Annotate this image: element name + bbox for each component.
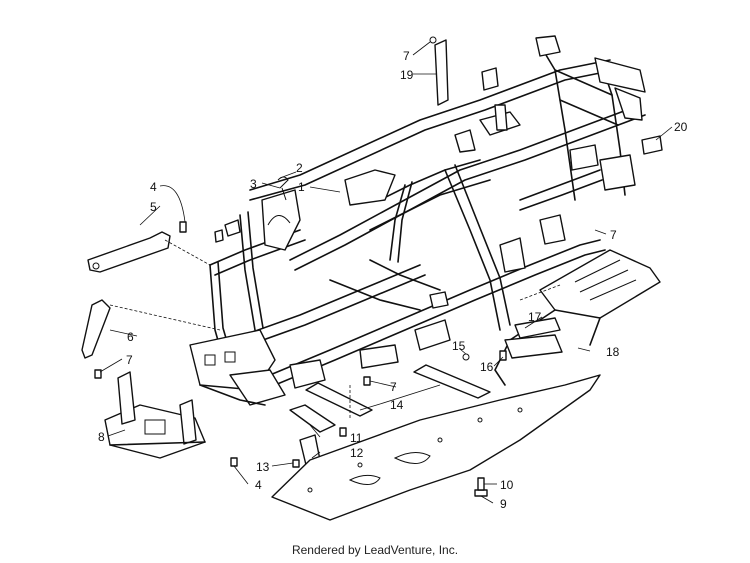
bolt-part-13	[292, 459, 300, 468]
bolt-part-15	[462, 353, 470, 361]
callout-4-lower: 4	[255, 478, 262, 492]
callout-19: 19	[400, 68, 414, 82]
callout-8: 8	[98, 430, 105, 444]
callout-3: 3	[250, 177, 257, 191]
callout-7-top: 7	[403, 49, 410, 63]
leader-lines	[99, 41, 673, 504]
bracket-part-11	[289, 404, 336, 433]
bracket-part-6	[81, 299, 111, 359]
callout-11: 11	[350, 431, 363, 445]
skid-plate	[271, 374, 601, 521]
callout-2: 2	[296, 161, 303, 175]
bolt-part-4-lower	[230, 457, 238, 467]
slat-part-14-b	[413, 364, 491, 399]
callout-5: 5	[150, 200, 157, 214]
callout-7-right: 7	[610, 228, 617, 242]
callout-17: 17	[528, 310, 542, 324]
callout-13: 13	[256, 460, 270, 474]
callout-18: 18	[606, 345, 620, 359]
callout-labels: 1 2 3 4 5 6 7 8 4 13 11 12 7 14 15 16 17…	[98, 49, 688, 511]
bolt-part-16	[499, 350, 507, 361]
bolt-part-4-upper	[179, 221, 187, 233]
washer-part-9	[474, 489, 488, 497]
callout-7-left: 7	[126, 353, 133, 367]
callout-1: 1	[298, 180, 305, 194]
callout-20: 20	[674, 120, 688, 134]
callout-9: 9	[500, 497, 507, 511]
callout-12: 12	[350, 446, 364, 460]
front-bumper-part-8	[104, 371, 206, 459]
callout-7-center: 7	[390, 380, 397, 394]
callout-6: 6	[127, 330, 134, 344]
pin-part-3	[281, 187, 287, 201]
callout-14: 14	[390, 398, 404, 412]
bolt-part-7-left	[94, 369, 102, 379]
pin-part-2	[277, 176, 289, 189]
footrest-part-18	[494, 249, 661, 386]
callout-10: 10	[500, 478, 514, 492]
callout-15: 15	[452, 339, 466, 353]
callout-4-upper: 4	[150, 180, 157, 194]
bracket-part-5	[87, 231, 171, 273]
callout-16: 16	[480, 360, 494, 374]
main-frame	[189, 35, 646, 406]
slat-part-14-a	[305, 382, 373, 417]
bracket-part-17	[514, 317, 561, 339]
bolt-part-7-center	[363, 376, 371, 386]
render-credit: Rendered by LeadVenture, Inc.	[291, 543, 459, 557]
bolt-part-10	[477, 477, 485, 491]
strap-part-19	[434, 39, 449, 106]
plate-part-20	[641, 135, 663, 155]
